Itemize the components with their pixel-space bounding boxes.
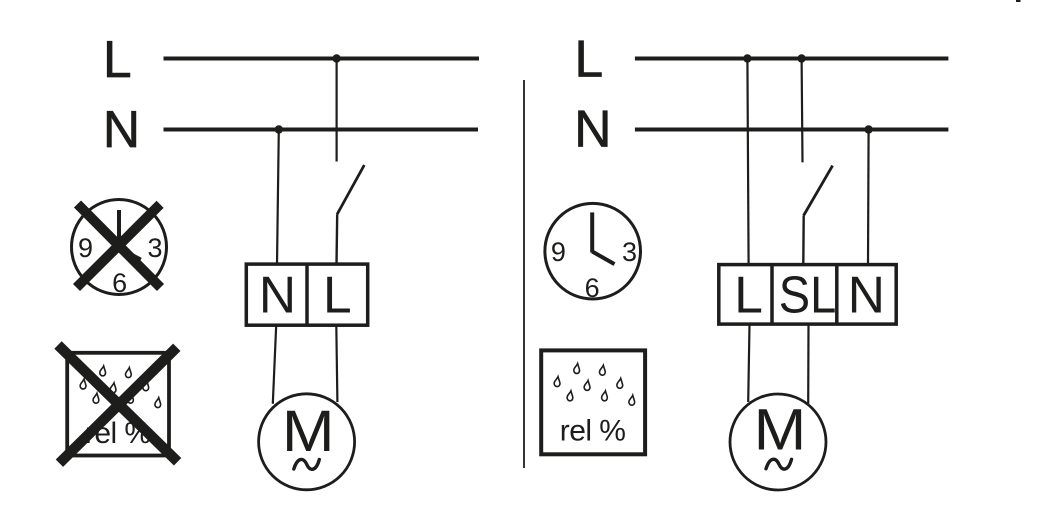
svg-text:M: M: [282, 399, 335, 464]
svg-text:rel %: rel %: [560, 415, 626, 448]
svg-text:N: N: [259, 265, 296, 323]
svg-text:9: 9: [78, 233, 93, 263]
svg-text:L: L: [734, 266, 763, 324]
svg-text:SL: SL: [779, 266, 837, 324]
svg-text:6: 6: [585, 273, 600, 303]
svg-text:L: L: [103, 30, 132, 88]
svg-text:M: M: [754, 398, 807, 463]
svg-text:N: N: [574, 100, 611, 158]
svg-text:L: L: [575, 30, 604, 88]
svg-text:N: N: [848, 266, 885, 324]
svg-text:rel %: rel %: [85, 417, 151, 450]
svg-text:6: 6: [112, 268, 127, 298]
svg-text:3: 3: [622, 237, 637, 267]
svg-text:L: L: [323, 265, 352, 323]
svg-text:N: N: [103, 100, 140, 158]
svg-text:3: 3: [147, 233, 162, 263]
svg-text:9: 9: [551, 237, 566, 267]
